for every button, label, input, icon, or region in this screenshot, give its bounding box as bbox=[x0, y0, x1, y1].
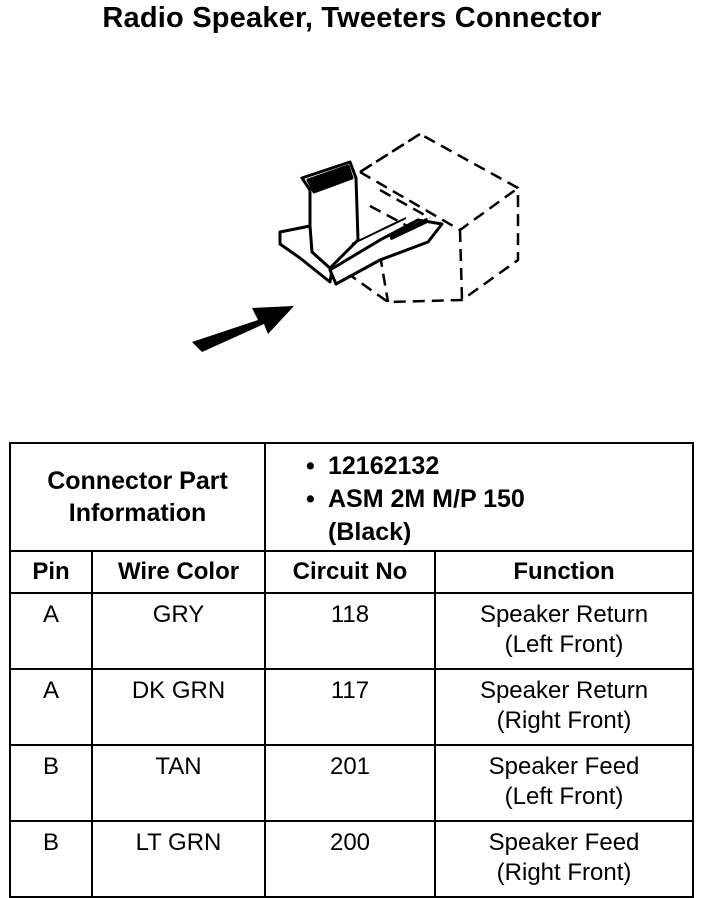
function-cell: Speaker Feed (Left Front) bbox=[433, 744, 695, 822]
connector-info-row: Connector Part Information • 12162132 • AS… bbox=[9, 442, 695, 552]
wire-color-cell: DK GRN bbox=[91, 668, 266, 746]
bullet-icon: • bbox=[306, 452, 315, 480]
circuit-cell: 117 bbox=[264, 668, 436, 746]
function-line1: Speaker Feed bbox=[488, 753, 640, 780]
connector-part-info-values: • 12162132 • ASM 2M M/P 150 (Black) bbox=[263, 442, 695, 552]
connector-part-label-line1: Connector Part bbox=[47, 467, 228, 495]
connector-illustration bbox=[180, 120, 540, 380]
wire-color-cell: GRY bbox=[91, 592, 266, 670]
pin-cell: B bbox=[9, 820, 93, 898]
connector-part-label-line2: Information bbox=[68, 499, 207, 527]
housing-top-edge bbox=[359, 170, 519, 232]
circuit-cell: 200 bbox=[264, 820, 436, 898]
part-number: 12162132 bbox=[328, 452, 440, 480]
column-header-row: Pin Wire Color Circuit No Function bbox=[9, 550, 695, 594]
connector-table: Connector Part Information •12162132 •AS… bbox=[9, 442, 695, 898]
pin-cell: B bbox=[9, 744, 93, 822]
function-line1: Speaker Return bbox=[479, 677, 649, 704]
wire-color-cell: TAN bbox=[91, 744, 266, 822]
function-cell: Speaker Return (Right Front) bbox=[433, 668, 695, 746]
bullet-icon: • bbox=[306, 485, 315, 513]
table-row: B TAN 201 Speaker Feed (Left Front) bbox=[9, 744, 695, 822]
function-line1: Speaker Feed bbox=[488, 829, 640, 856]
pin-cell: A bbox=[9, 668, 93, 746]
wire-color-cell: LT GRN bbox=[91, 820, 266, 898]
column-header-function: Function bbox=[433, 550, 695, 594]
housing-outline bbox=[339, 132, 520, 304]
function-line1: Speaker Return bbox=[479, 601, 649, 628]
function-cell: Speaker Feed (Right Front) bbox=[433, 820, 695, 898]
part-description: ASM 2M M/P 150 bbox=[328, 485, 525, 513]
insertion-arrow-icon bbox=[192, 306, 294, 352]
column-header-circuit-no: Circuit No bbox=[264, 550, 436, 594]
terminal-latch bbox=[278, 160, 444, 286]
function-line2: (Left Front) bbox=[504, 783, 624, 810]
function-line2: (Right Front) bbox=[496, 707, 632, 734]
column-header-wire-color: Wire Color bbox=[91, 550, 266, 594]
circuit-cell: 201 bbox=[264, 744, 436, 822]
table-row: A DK GRN 117 Speaker Return (Right Front… bbox=[9, 668, 695, 746]
pin-cell: A bbox=[9, 592, 93, 670]
page-title: Radio Speaker, Tweeters Connector bbox=[102, 2, 602, 34]
function-line2: (Right Front) bbox=[496, 859, 632, 886]
function-cell: Speaker Return (Left Front) bbox=[433, 592, 695, 670]
table-row: B LT GRN 200 Speaker Feed (Right Front) bbox=[9, 820, 695, 898]
column-header-pin: Pin bbox=[9, 550, 93, 594]
connector-drawing bbox=[192, 132, 520, 352]
table-row: A GRY 118 Speaker Return (Left Front) bbox=[9, 592, 695, 670]
circuit-cell: 118 bbox=[264, 592, 436, 670]
housing-front-edge bbox=[458, 229, 464, 301]
function-line2: (Left Front) bbox=[504, 631, 624, 658]
connector-part-info-label: Connector Part Information bbox=[9, 442, 266, 552]
part-color: (Black) bbox=[328, 518, 412, 546]
